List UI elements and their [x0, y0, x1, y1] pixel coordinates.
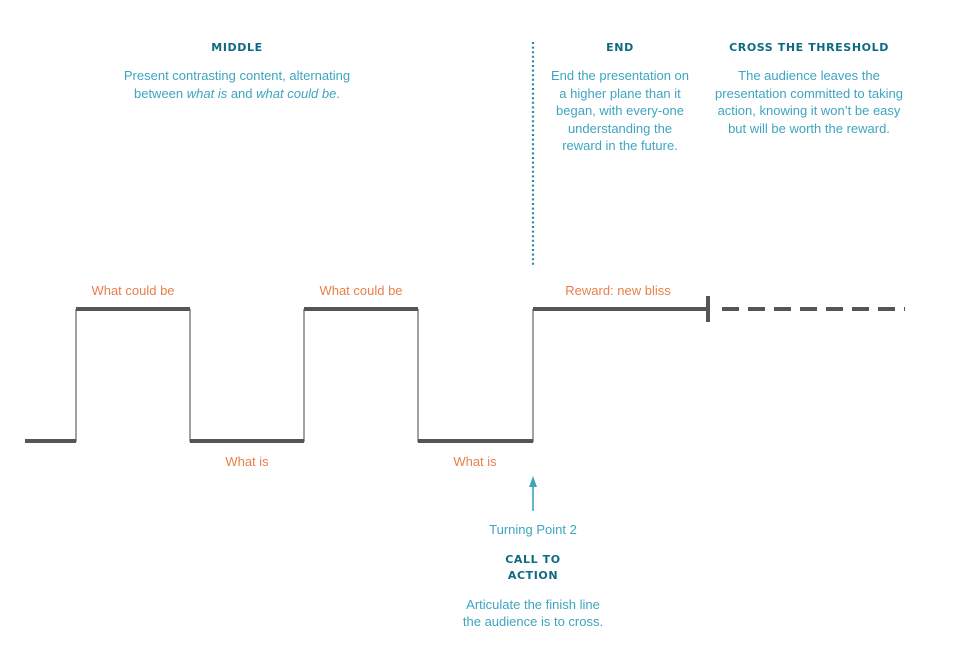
turning-point-label: Turning Point 2	[489, 522, 577, 537]
end-heading: END	[606, 41, 634, 54]
middle-desc-mid: and	[227, 85, 257, 101]
wave-segments	[25, 307, 708, 443]
middle-desc-after: .	[336, 85, 340, 101]
cross-threshold-heading: CROSS THE THRESHOLD	[729, 41, 889, 54]
middle-description: Present contrasting content, alternating…	[112, 67, 362, 102]
label-what-is-1: What is	[225, 454, 269, 469]
turning-point-arrow-head	[529, 476, 537, 487]
end-description: End the presentation on a higher plane t…	[550, 68, 690, 153]
call-to-action-desc-line2: the audience is to cross.	[462, 614, 604, 629]
middle-desc-before: Present contrasting content, alternating…	[123, 68, 351, 101]
label-what-could-be-1: What could be	[91, 283, 175, 298]
middle-desc-what-could-be: what could be	[256, 85, 337, 101]
wave-risers	[75, 309, 534, 442]
middle-desc-what-is: what is	[186, 85, 228, 101]
label-reward: Reward: new bliss	[565, 283, 671, 298]
label-what-is-2: What is	[453, 454, 497, 469]
call-to-action-desc-line1: Articulate the finish line	[466, 597, 600, 612]
label-what-could-be-2: What could be	[319, 283, 403, 298]
call-to-action-heading-line1: CALL TO	[505, 553, 561, 566]
call-to-action-heading-line2: ACTION	[507, 569, 559, 582]
cross-threshold-description: The audience leaves the presentation com…	[715, 68, 903, 136]
middle-heading: MIDDLE	[211, 41, 263, 54]
